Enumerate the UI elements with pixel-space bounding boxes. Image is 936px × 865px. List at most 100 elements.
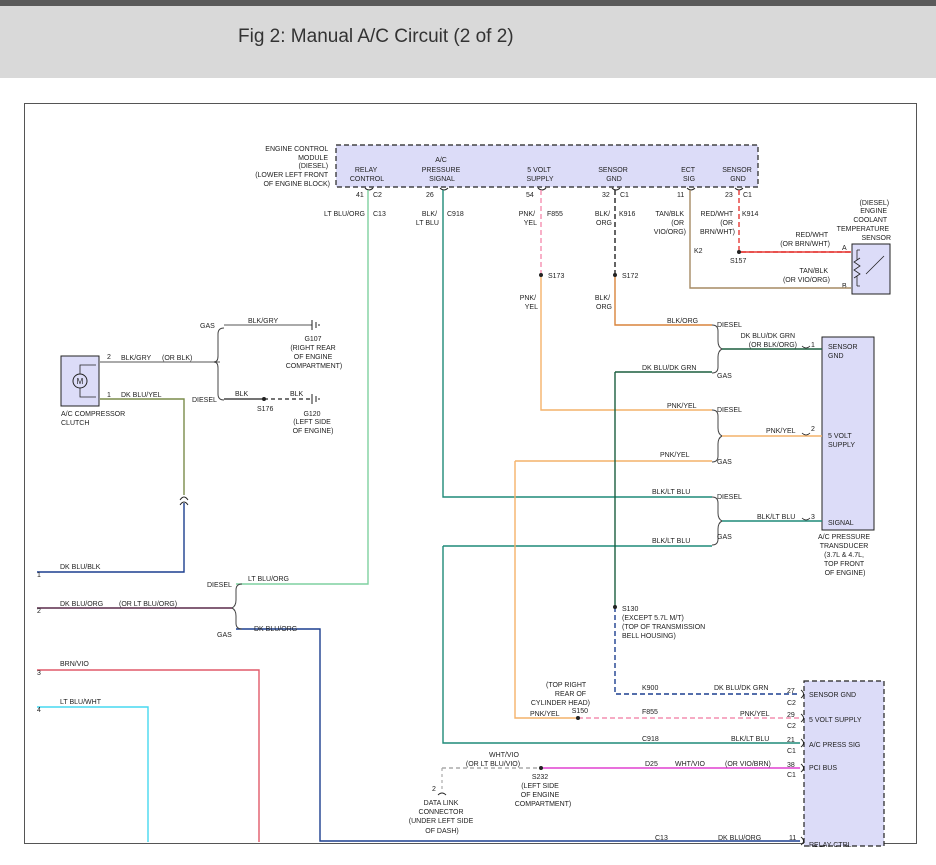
pcm-label-relay-ctrl: RELAY CTRL: [809, 842, 852, 849]
compressor-wire-or-blk: (OR BLK): [162, 355, 192, 362]
transducer-pin-1: 1: [811, 342, 815, 349]
transducer-pin-3: 3: [811, 514, 815, 521]
top-bar: [0, 0, 936, 6]
mid-label-blk-org: BLK/ORG: [667, 318, 698, 325]
transducer-pin-5v: 5 VOLT SUPPLY: [828, 433, 855, 449]
ecm-conn-c1-2: C1: [743, 192, 752, 199]
mid-label-gas-2: GAS: [717, 459, 732, 466]
wire-label-k914: K914: [742, 211, 758, 218]
ecm-pin-num-32: 32: [602, 192, 610, 199]
left-wire-alt-2: (OR LT BLU/ORG): [119, 601, 177, 608]
transducer-branch-brackets: [711, 324, 724, 546]
ground-branch-gas: GAS: [200, 323, 215, 330]
splice-s157-dot: [737, 250, 741, 254]
ecm-pin-sensor-gnd: SENSOR GND: [598, 167, 630, 183]
pcm-label-5v-supply: 5 VOLT SUPPLY: [809, 717, 862, 724]
ecm-pin-relay-control: RELAY CONTROL: [350, 167, 384, 183]
pcm-label-sensor-gnd: SENSOR GND: [809, 692, 856, 699]
ground-wire-blk-2: BLK: [290, 391, 304, 398]
relay-branch-diesel: DIESEL: [207, 582, 232, 589]
relay-branch-ltblu-org: LT BLU/ORG: [248, 576, 289, 583]
wire-label-f855: F855: [547, 211, 563, 218]
left-wire-num-4: 4: [37, 707, 41, 714]
bottom-label-wht-vio-brn: (OR VIO/BRN): [725, 761, 771, 768]
ecm-conn-c2: C2: [373, 192, 382, 199]
compressor-wire-blk-gry: BLK/GRY: [121, 355, 152, 362]
compressor-clutch-box: [60, 355, 100, 407]
splice-s232: S232 (LEFT SIDE OF ENGINE COMPARTMENT): [515, 774, 572, 808]
splice-s172: S172: [622, 273, 638, 280]
wire-label-red-wht: RED/WHT (OR BRN/WHT): [700, 211, 735, 236]
pcm-conn-29: C2: [787, 723, 796, 730]
ecm-pin-connectors: [364, 187, 744, 191]
wire-label-lt-blu-org: LT BLU/ORG: [324, 211, 365, 218]
splice-s157: S157: [730, 258, 746, 265]
splice-s176: S176: [257, 406, 273, 413]
pressure-transducer-box: [821, 336, 875, 531]
mid-label-diesel-1: DIESEL: [717, 322, 742, 329]
splice-s130: S130 (EXCEPT 5.7L M/T) (TOP OF TRANSMISS…: [622, 606, 707, 640]
wire-lt-blu-org: [236, 190, 369, 585]
mid-label-dkblu-dkgrn: DK BLU/DK GRN: [642, 365, 696, 372]
mid-label-gas-1: GAS: [717, 373, 732, 380]
wire-label-k916: K916: [619, 211, 635, 218]
dlc-description: DATA LINK CONNECTOR (UNDER LEFT SIDE OF …: [409, 800, 475, 835]
mid-label-pnk-yel-t: PNK/YEL: [766, 428, 796, 435]
ground-wire-blk: BLK: [235, 391, 249, 398]
wire-blk-org: [614, 275, 712, 326]
wire-dk-blu-org: [236, 628, 800, 842]
bottom-label-d25: D25: [645, 761, 658, 768]
mid-label-blk-ltblu-t: BLK/LT BLU: [757, 514, 795, 521]
ecm-pin-num-11: 11: [677, 192, 684, 199]
left-wire-label-1: DK BLU/BLK: [60, 564, 101, 571]
dlc-connector-icon: [437, 792, 447, 796]
compressor-wire-dk-blu-yel: DK BLU/YEL: [121, 392, 162, 399]
left-wire-num-3: 3: [37, 670, 41, 677]
wire-label-tan-blk: TAN/BLK (OR VIO/ORG): [654, 211, 686, 236]
bottom-label-pnk-yel-r: PNK/YEL: [740, 711, 770, 718]
bottom-label-k900: K900: [642, 685, 658, 692]
bottom-label-wht-vio: WHT/VIO: [675, 761, 705, 768]
splice-s173: S173: [548, 273, 564, 280]
ecm-pin-sensor-gnd-2: SENSOR GND: [722, 167, 754, 183]
wire-k900-dashed: [614, 607, 800, 695]
bottom-label-c13: C13: [655, 835, 668, 842]
wire-label-c13: C13: [373, 211, 386, 218]
ground-wire-blk-gry: BLK/GRY: [248, 318, 279, 325]
wire-label-k2: K2: [694, 248, 703, 255]
ground-branch-diesel: DIESEL: [192, 397, 217, 404]
relay-branch-gas: GAS: [217, 632, 232, 639]
left-wire-label-4: LT BLU/WHT: [60, 699, 102, 706]
pcm-pin-27: 27: [787, 688, 795, 695]
ect-pin-a: A: [842, 245, 847, 252]
pcm-pin-21: 21: [787, 737, 795, 744]
bottom-label-blk-ltblu: BLK/LT BLU: [731, 736, 769, 743]
bottom-label-f855: F855: [642, 709, 658, 716]
ect-pin-b: B: [842, 283, 847, 290]
transducer-pin-signal: SIGNAL: [828, 520, 854, 527]
wire-tan-blk: [689, 190, 851, 289]
wire-dk-blu-yel: [100, 398, 185, 495]
compressor-pin-1: 1: [107, 392, 111, 399]
wire-lt-blu-wht: [37, 706, 149, 842]
ecm-pin-ect-sig: ECT SIG: [681, 167, 697, 183]
ecm-description: ENGINE CONTROL MODULE (DIESEL) (LOWER LE…: [255, 146, 330, 188]
ecm-pin-ac-pressure-signal: A/C PRESSURE SIGNAL: [422, 157, 462, 183]
wire-brn-vio: [37, 669, 260, 842]
mid-label-dkblu-dkgrn-org: DK BLU/DK GRN (OR BLK/ORG): [741, 333, 797, 349]
wire-pnk-yel-diesel: [540, 275, 712, 411]
pcm-box: [803, 680, 885, 847]
diagram-frame: [24, 103, 917, 844]
wire-label-blk-lt-blu: BLK/ LT BLU: [416, 211, 439, 227]
pcm-pin-connectors: [800, 689, 804, 846]
splice-s150: S150 (TOP RIGHT REAR OF CYLINDER HEAD): [531, 682, 590, 715]
wire-label-pnk-yel: PNK/ YEL: [519, 211, 537, 227]
left-wire-num-2: 2: [37, 608, 41, 615]
bottom-label-dkblu-dkgrn: DK BLU/DK GRN: [714, 685, 768, 692]
ground-g107-icon: [311, 320, 320, 330]
wire-label-blk-org-2: BLK/ ORG: [595, 295, 612, 311]
ect-sensor-description: (DIESEL) ENGINE COOLANT TEMPERATURE SENS…: [837, 200, 891, 242]
transducer-pin-2: 2: [811, 426, 815, 433]
left-wire-label-3: BRN/VIO: [60, 661, 89, 668]
wire-dk-blu-blk: [37, 503, 185, 573]
